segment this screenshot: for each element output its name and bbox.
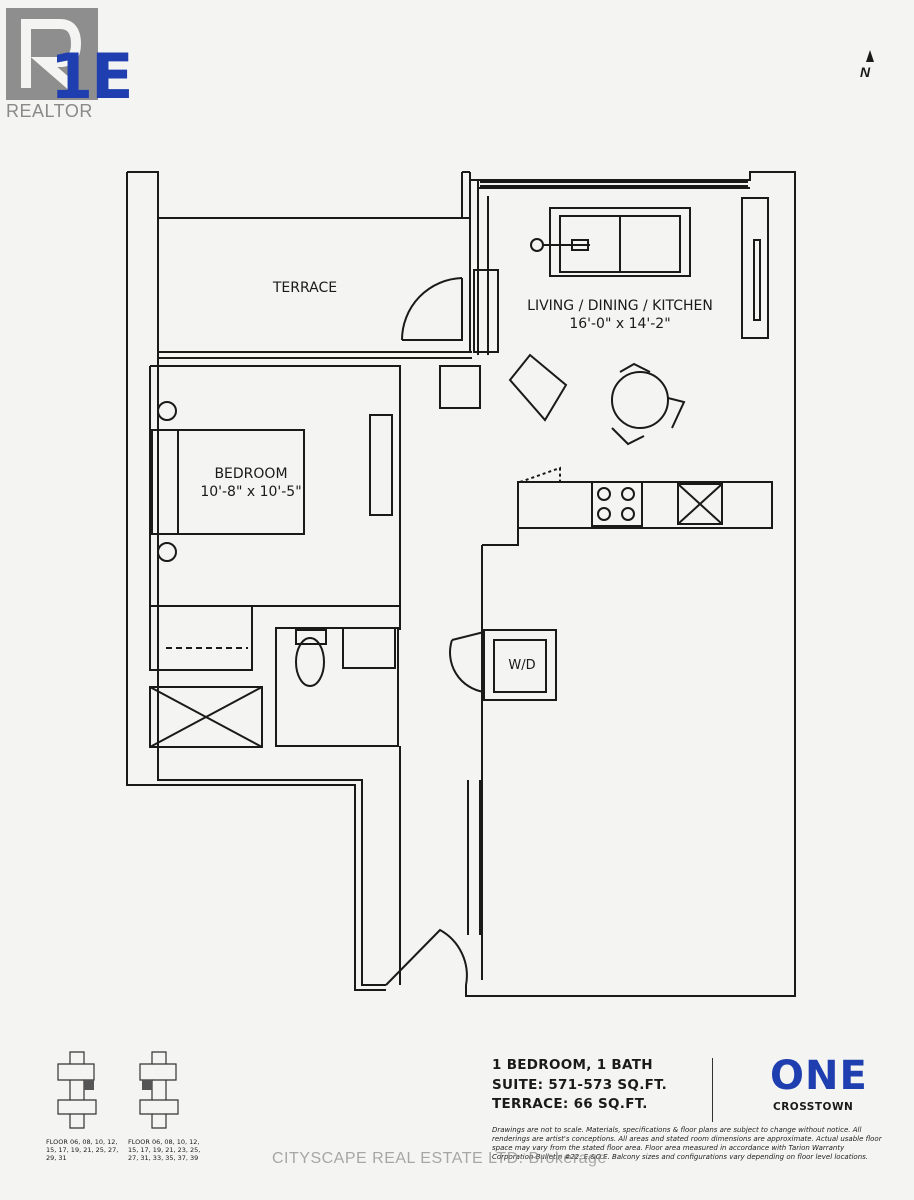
divider: [712, 1058, 713, 1122]
disclaimer-text: Drawings are not to scale. Materials, sp…: [492, 1126, 882, 1162]
terrace-label: TERRACE: [272, 280, 338, 296]
plan-chair: [508, 353, 568, 422]
plan-tv-unit: [741, 197, 769, 339]
plan-dining-table: [611, 371, 669, 429]
plan-bath: [275, 627, 399, 747]
living-room-dims: 16'-0" x 14'-2": [569, 315, 671, 332]
keyplan-diagram: [57, 1051, 97, 1129]
suite-area: SUITE: 571-573 SQ.FT.: [492, 1076, 668, 1093]
north-arrow-icon: N: [856, 48, 880, 88]
brokerage-watermark: CITYSCAPE REAL ESTATE LTD. Brokerage: [272, 1150, 607, 1167]
washer-dryer-label: W/D: [508, 658, 536, 673]
bedroom-dims: 10'-8" x 10'-5": [200, 483, 302, 500]
plan-sofa: [549, 207, 691, 277]
living-dining-kitchen-label: LIVING / DINING / KITCHEN 16'-0" x 14'-2…: [520, 298, 720, 333]
plan-outer-wall: [127, 171, 386, 986]
plan-cooktop: [591, 481, 643, 527]
plan-laundry: [483, 629, 557, 701]
realtor-text: REALTOR: [6, 101, 93, 121]
brand-subtitle: CROSSTOWN: [773, 1101, 854, 1113]
bedroom-name: BEDROOM: [214, 466, 288, 482]
keyplan-caption: FLOOR 06, 08, 10, 12, 15, 17, 19, 21, 23…: [128, 1138, 201, 1163]
plan-sink: [677, 483, 723, 525]
north-label: N: [860, 64, 871, 80]
realtor-logo: [6, 8, 98, 100]
suite-type: 1 BEDROOM, 1 BATH: [492, 1057, 653, 1073]
bedroom-label: BEDROOM 10'-8" x 10'-5": [196, 466, 306, 501]
keyplan-caption: FLOOR 06, 08, 10, 12, 15, 17, 19, 21, 25…: [46, 1138, 119, 1163]
brand-logo: ONE: [770, 1053, 868, 1099]
terrace-area: TERRACE: 66 SQ.FT.: [492, 1096, 648, 1113]
living-room-name: LIVING / DINING / KITCHEN: [527, 298, 713, 314]
unit-code: 1E: [50, 40, 133, 113]
suite-info: 1 BEDROOM, 1 BATH SUITE: 571-573 SQ.FT. …: [492, 1056, 667, 1115]
plan-shower: [149, 686, 263, 748]
keyplan-diagram: [139, 1051, 179, 1129]
